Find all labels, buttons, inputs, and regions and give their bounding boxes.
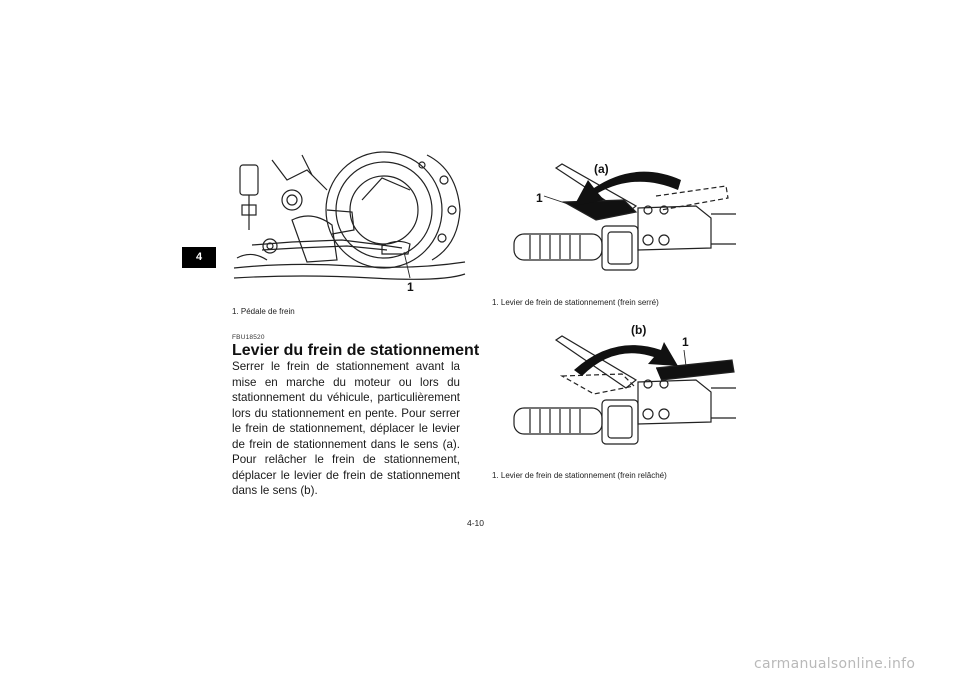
footer-watermark[interactable]: carmanualsonline.info [754, 656, 916, 672]
brake-pedal-figure: 1 [232, 150, 467, 298]
lever-released-illustration: (b) 1 [513, 323, 736, 445]
lever-released-arrow-label: (b) [631, 323, 646, 337]
lever-released-caption: 1. Levier de frein de stationnement (fre… [492, 471, 667, 480]
lever-engaged-caption: 1. Levier de frein de stationnement (fre… [492, 298, 659, 307]
lever-released-figure: (b) 1 [496, 320, 736, 460]
chapter-tab: 4 [182, 247, 216, 268]
page-number: 4-10 [467, 518, 485, 528]
section-title: Levier du frein de stationnement [232, 342, 480, 359]
section-paragraph: Serrer le frein de stationnement avant l… [232, 360, 460, 497]
lever-engaged-callout: 1 [536, 191, 543, 205]
brake-pedal-callout: 1 [407, 280, 414, 294]
lever-engaged-figure: (a) 1 [496, 158, 736, 290]
lever-released-callout: 1 [682, 335, 689, 349]
brake-pedal-caption: 1. Pédale de frein [232, 307, 295, 316]
brake-pedal-illustration: 1 [233, 151, 466, 294]
section-code: FBU18520 [232, 334, 265, 341]
lever-engaged-illustration: (a) 1 [513, 162, 736, 271]
lever-engaged-arrow-label: (a) [594, 162, 609, 176]
